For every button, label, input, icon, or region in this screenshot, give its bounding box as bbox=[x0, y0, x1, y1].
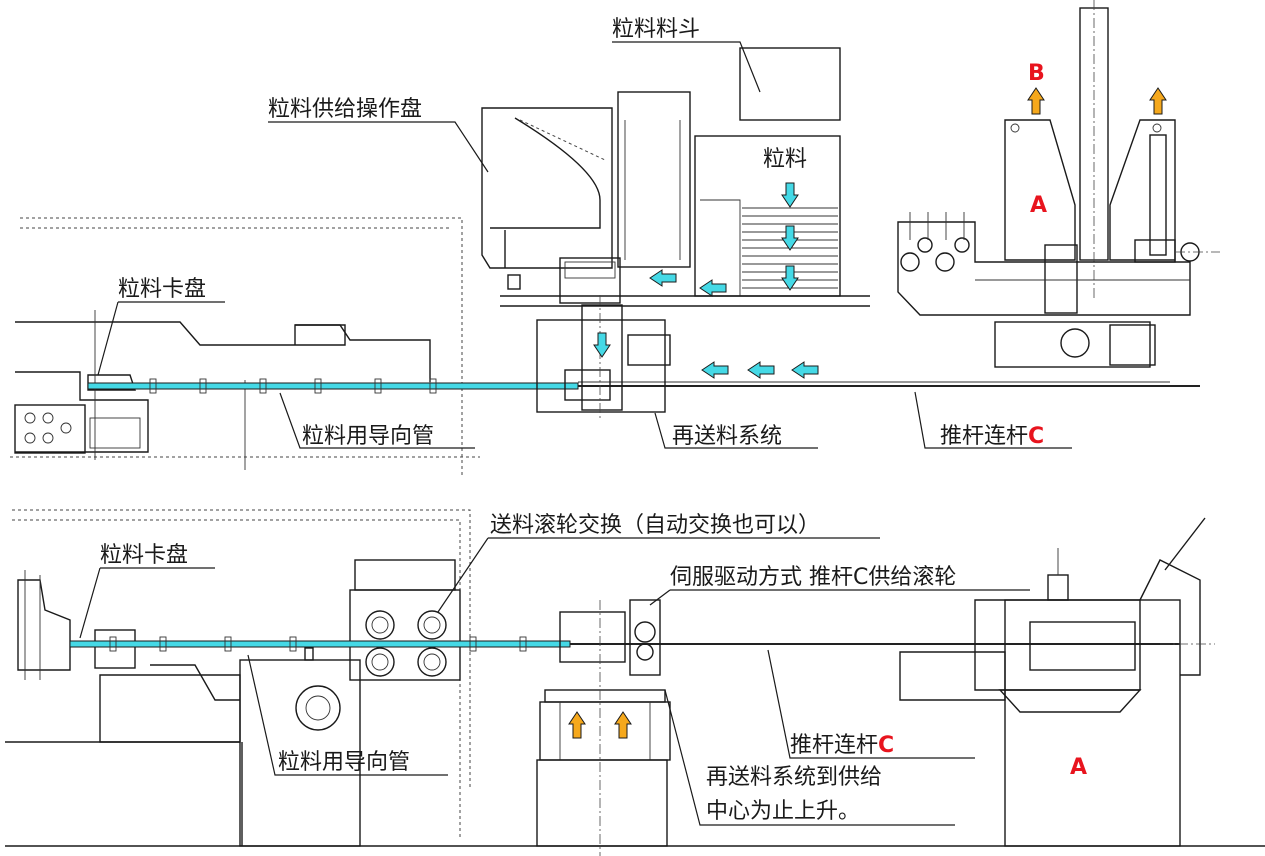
bottom-chuck-machine bbox=[17, 570, 361, 847]
bottom-guide-tube-label: 粒料用导向管 bbox=[278, 750, 410, 775]
top-guide-clamps bbox=[149, 378, 437, 394]
bottom-marker-a: A bbox=[1070, 755, 1087, 780]
bottom-roller-unit bbox=[349, 559, 461, 681]
top-marker-b: B bbox=[1028, 61, 1045, 86]
top-pellet-label: 粒料 bbox=[763, 147, 807, 172]
top-refeed-box bbox=[536, 295, 671, 420]
bottom-servo-label: 伺服驱动方式 推杆C供给滚轮 bbox=[670, 565, 956, 590]
bottom-marker-c: C bbox=[878, 733, 894, 758]
top-refeed-label: 再送料系统 bbox=[672, 424, 782, 449]
top-push-rod-label: 推杆连杆C bbox=[940, 424, 1044, 449]
bottom-raise-line1: 再送料系统到供给 bbox=[706, 765, 882, 790]
top-marker-a: A bbox=[1030, 193, 1047, 218]
top-chuck-label: 粒料卡盘 bbox=[118, 277, 206, 302]
top-hopper-label: 粒料料斗 bbox=[612, 17, 700, 42]
top-leaders bbox=[97, 41, 1072, 449]
bottom-roller-exchange-label: 送料滚轮交换（自动交换也可以） bbox=[490, 513, 820, 538]
top-guide-tube-label: 粒料用导向管 bbox=[302, 424, 434, 449]
top-hopper bbox=[500, 47, 870, 307]
orange-up-arrow-icon bbox=[1027, 87, 1167, 115]
bottom-section: 粒料卡盘 送料滚轮交换（自动交换也可以） 伺服驱动方式 推杆C供给滚轮 推杆连杆… bbox=[5, 509, 1265, 856]
bottom-right-machine bbox=[899, 517, 1215, 847]
top-chuck-machine bbox=[14, 310, 431, 470]
bottom-leaders bbox=[79, 537, 1030, 826]
top-operation-panel bbox=[481, 107, 613, 290]
top-section: 粒料料斗 粒料供给操作盘 粒料 粒料卡盘 粒料用导向管 再送料系统 推杆连杆C … bbox=[10, 0, 1220, 478]
bottom-push-rod-label: 推杆连杆C bbox=[790, 733, 894, 758]
top-marker-c: C bbox=[1028, 424, 1044, 449]
top-panel-label: 粒料供给操作盘 bbox=[268, 97, 422, 122]
bottom-guide-tube bbox=[69, 640, 571, 648]
top-guide-tube bbox=[87, 382, 579, 390]
bottom-chuck-label: 粒料卡盘 bbox=[100, 543, 188, 568]
bottom-raise-line2: 中心为止上升。 bbox=[706, 799, 860, 824]
bottom-servo-unit bbox=[536, 599, 671, 856]
top-right-machine bbox=[897, 0, 1220, 368]
bottom-guide-clamps bbox=[109, 636, 527, 652]
top-right-rollers bbox=[900, 212, 970, 272]
